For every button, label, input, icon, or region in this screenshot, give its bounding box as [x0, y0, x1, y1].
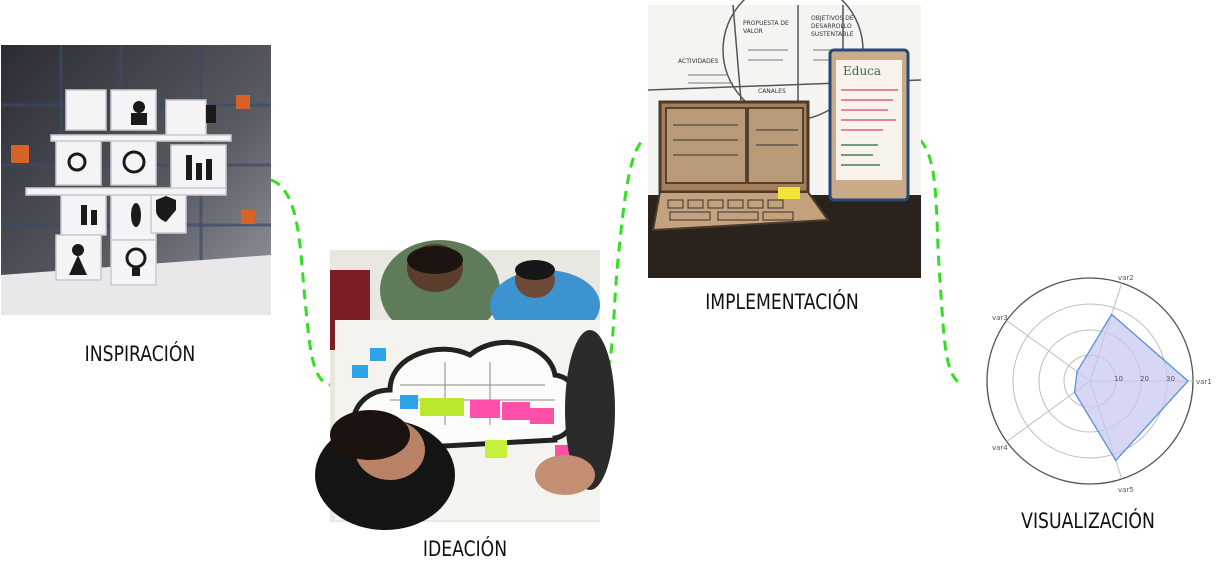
stage-label-implementacion: IMPLEMENTACIÓN	[705, 290, 859, 314]
stage-label-inspiracion: INSPIRACIÓN	[84, 342, 196, 366]
implementacion-photo: PROPUESTA DE VALOR OBJETIVOS DE DESARROL…	[647, 0, 922, 278]
svg-text:OBJETIVOS DE: OBJETIVOS DE	[811, 15, 854, 22]
svg-text:DESARROLLO: DESARROLLO	[811, 23, 852, 30]
radar-series-polygon	[1073, 313, 1189, 462]
radar-axis-label-var4: var4	[992, 444, 1008, 452]
radar-tick-30: 30	[1166, 375, 1175, 383]
svg-text:Educa: Educa	[843, 64, 881, 78]
svg-text:PROPUESTA DE: PROPUESTA DE	[743, 20, 789, 27]
ideacion-photo	[315, 240, 615, 530]
radar-axis-label-var2: var2	[1118, 274, 1134, 282]
radar-axis-label-var3: var3	[992, 314, 1008, 322]
radar-axis-label-var1: var1	[1196, 378, 1212, 386]
radar-tick-20: 20	[1140, 375, 1149, 383]
connector-implementacion-visualizacion	[918, 138, 960, 384]
stage-label-ideacion: IDEACIÓN	[422, 537, 508, 561]
inspiracion-photo	[1, 45, 271, 315]
stage-label-visualizacion: VISUALIZACIÓN	[1021, 509, 1155, 533]
svg-text:SUSTENTABLE: SUSTENTABLE	[811, 31, 854, 38]
radar-tick-10: 10	[1114, 375, 1123, 383]
svg-text:CANALES: CANALES	[758, 88, 786, 95]
radar-chart: var1 var2 var3 var4 var5 10 20 30	[968, 268, 1212, 498]
connector-ideacion-implementacion	[598, 136, 647, 387]
radar-axis-label-var5: var5	[1118, 486, 1134, 494]
svg-text:ACTIVIDADES: ACTIVIDADES	[678, 58, 719, 65]
connector-inspiracion-ideacion	[270, 178, 331, 387]
svg-text:VALOR: VALOR	[743, 28, 763, 35]
